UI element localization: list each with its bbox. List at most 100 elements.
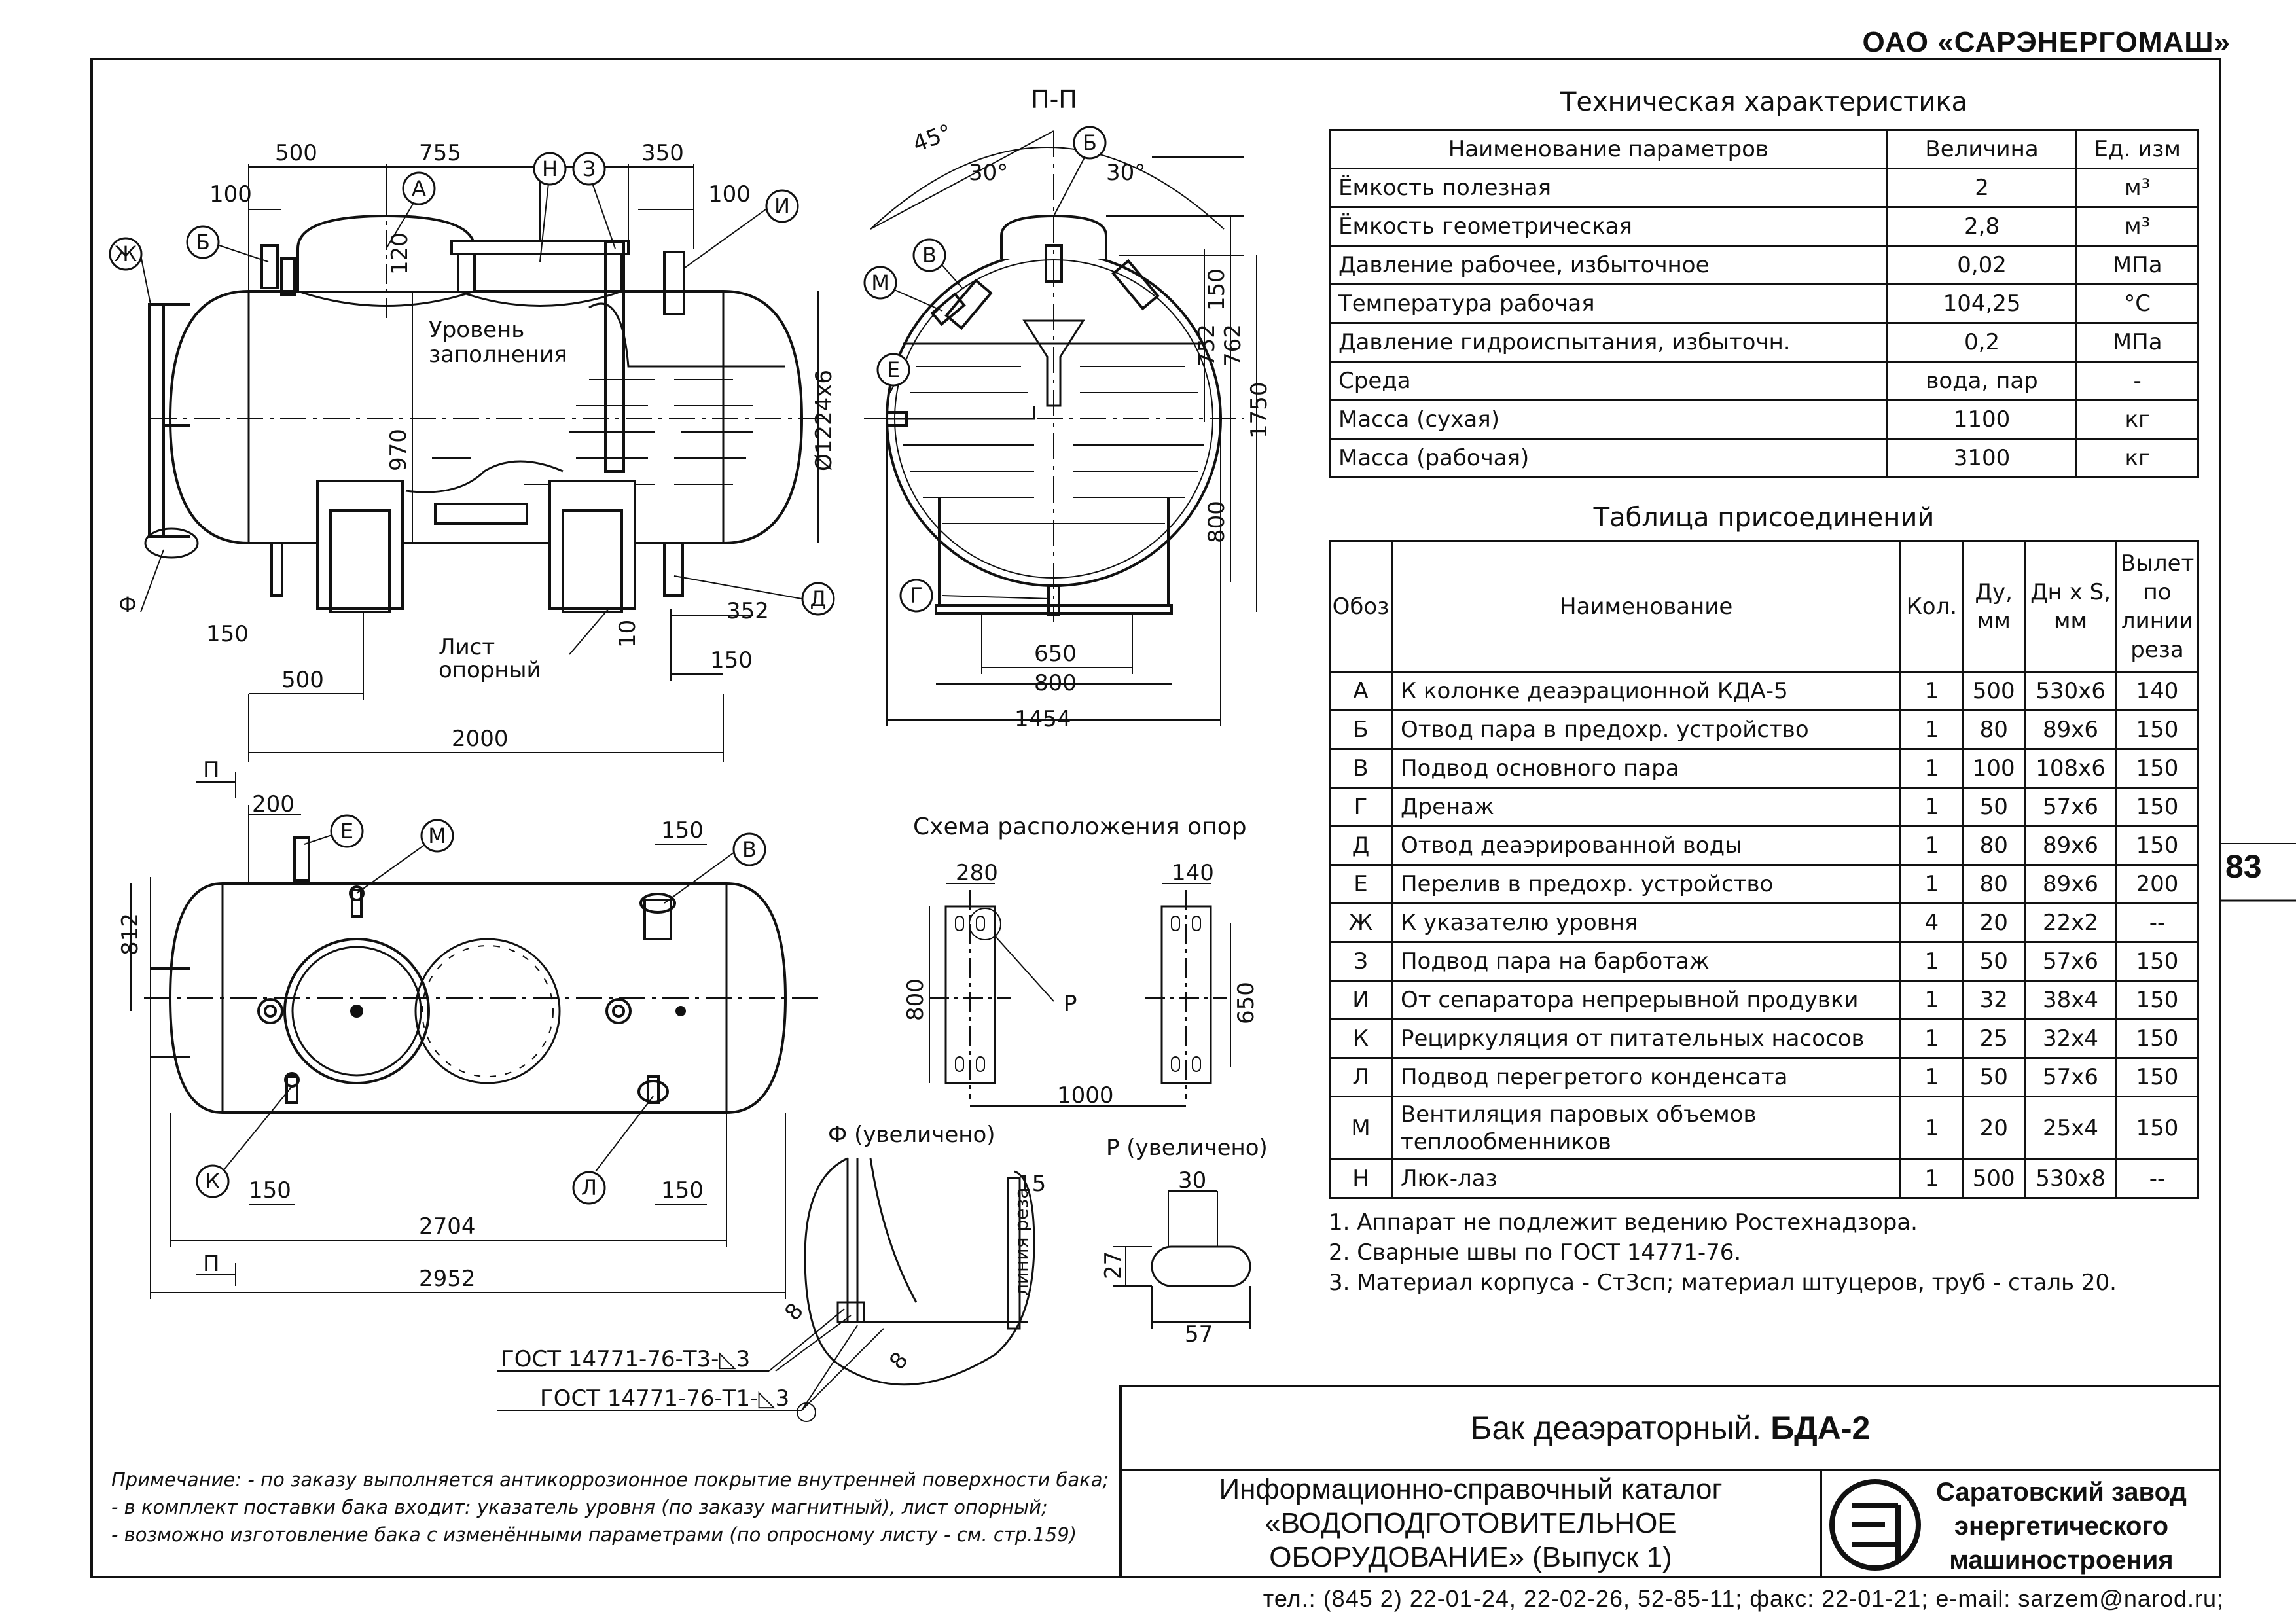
nozzle-e-top [293,836,310,882]
svg-text:Д: Д [810,586,827,611]
note-1: 1. Аппарат не подлежит ведению Ростехнад… [1329,1209,1918,1236]
svg-text:140: 140 [1172,860,1214,886]
svg-text:8: 8 [884,1347,914,1374]
svg-text:150: 150 [710,647,753,673]
svg-text:Ф: Ф [118,592,137,617]
svg-text:30°: 30° [1106,160,1145,186]
svg-text:1000: 1000 [1057,1082,1114,1109]
svg-text:З: З [583,156,596,181]
svg-text:Схема расположения опор: Схема расположения опор [913,813,1247,840]
svg-text:ГОСТ 14771-76-Т3-◺3: ГОСТ 14771-76-Т3-◺3 [501,1346,750,1372]
svg-text:45°: 45° [909,119,955,157]
tech-table-title: Техническая характеристика [1560,87,1968,117]
svg-text:752: 752 [1194,324,1220,366]
manhole-n [450,240,630,255]
svg-text:Л: Л [581,1175,597,1200]
svg-text:Б: Б [1083,130,1097,155]
note-2: 2. Сварные швы по ГОСТ 14771-76. [1329,1240,1742,1266]
svg-text:2952: 2952 [419,1266,476,1292]
svg-text:1454: 1454 [1014,706,1071,732]
svg-text:10: 10 [615,620,641,648]
svg-text:800: 800 [1204,501,1230,543]
title-block-catalog: Информационно-справочный каталог «ВОДОПО… [1119,1469,1822,1578]
svg-text:100: 100 [209,181,252,207]
svg-text:500: 500 [275,140,317,166]
svg-text:100: 100 [708,181,751,207]
svg-text:линия реза: линия реза [1011,1188,1032,1296]
conn-table-title: Таблица присоединений [1593,503,1935,533]
svg-text:М: М [428,823,446,848]
detail-f: Ф (увеличено) 15 линия реза 8 8 ГОСТ 147… [497,1122,1046,1422]
supports-scheme: Схема расположения опор 280 140 800 650 … [903,813,1259,1109]
callouts-front [109,152,835,616]
svg-text:755: 755 [419,140,461,166]
svg-text:812: 812 [117,913,143,955]
top-view: 200 150 812 150 150 2704 2952 П П Е М В … [117,757,825,1299]
top-shell [168,882,787,1114]
nozzle-k-top [285,1075,298,1104]
svg-text:27: 27 [1100,1251,1126,1279]
top-dims [130,772,786,1299]
svg-text:352: 352 [726,598,769,624]
svg-text:150: 150 [249,1177,291,1204]
drawing-frame [90,58,2221,1578]
water-hatch [432,379,753,485]
svg-text:Лист: Лист [439,634,495,660]
svg-text:Ø1224x6: Ø1224x6 [811,370,837,471]
svg-text:заполнения: заполнения [429,342,567,368]
drain-g [1047,584,1060,616]
svg-text:200: 200 [252,791,295,817]
svg-text:опорный: опорный [439,657,541,683]
callouts-top [196,814,766,1205]
section-view: П-П [863,85,1272,732]
svg-text:В: В [922,243,937,268]
section-water-hatch [903,366,1204,524]
svg-text:120: 120 [387,232,413,275]
level-gauge-zh [148,303,165,538]
section-dim-texts: 45° 30° 30° 150 752 762 1750 800 650 800… [909,119,1272,732]
nozzle-m [930,292,966,327]
svg-text:В: В [742,837,757,862]
bottom-note-1: Примечание: - по заказу выполняется анти… [111,1469,1109,1491]
nozzle-v-top [643,899,672,940]
dome-a-top [283,938,430,1084]
svg-text:280: 280 [956,860,998,886]
svg-text:ГОСТ 14771-76-Т1-◺3: ГОСТ 14771-76-Т1-◺3 [540,1385,789,1412]
svg-text:970: 970 [386,429,412,471]
svg-text:Е: Е [340,819,353,844]
svg-text:П: П [203,1251,220,1277]
product-name: Бак деаэраторный. [1470,1410,1762,1446]
section-dims [870,130,1257,726]
bottom-note-3: - возможно изготовление бака с изменённы… [111,1524,1077,1546]
svg-text:П: П [203,757,220,783]
svg-text:Г: Г [910,583,923,608]
title-block-name: Бак деаэраторный.БДА-2 [1119,1385,2219,1471]
svg-text:150: 150 [661,817,704,844]
svg-text:30°: 30° [969,160,1008,186]
conn-table: Обоз Наименование Кол. Ду, мм Дн х S, мм… [1329,540,2199,1199]
svg-text:500: 500 [281,667,324,693]
svg-text:8: 8 [780,1298,809,1325]
callouts-section [863,126,1107,613]
nozzle-d [663,542,684,597]
nozzle-m-top [351,889,363,918]
manhole-n-top [414,938,561,1084]
svg-text:М: М [871,270,889,295]
drawing-notes: 1. Аппарат не подлежит ведению Ростехнад… [1329,1207,2117,1298]
svg-text:15: 15 [1018,1171,1046,1197]
company-logo [1829,1479,1921,1571]
svg-text:Е: Е [887,357,900,382]
